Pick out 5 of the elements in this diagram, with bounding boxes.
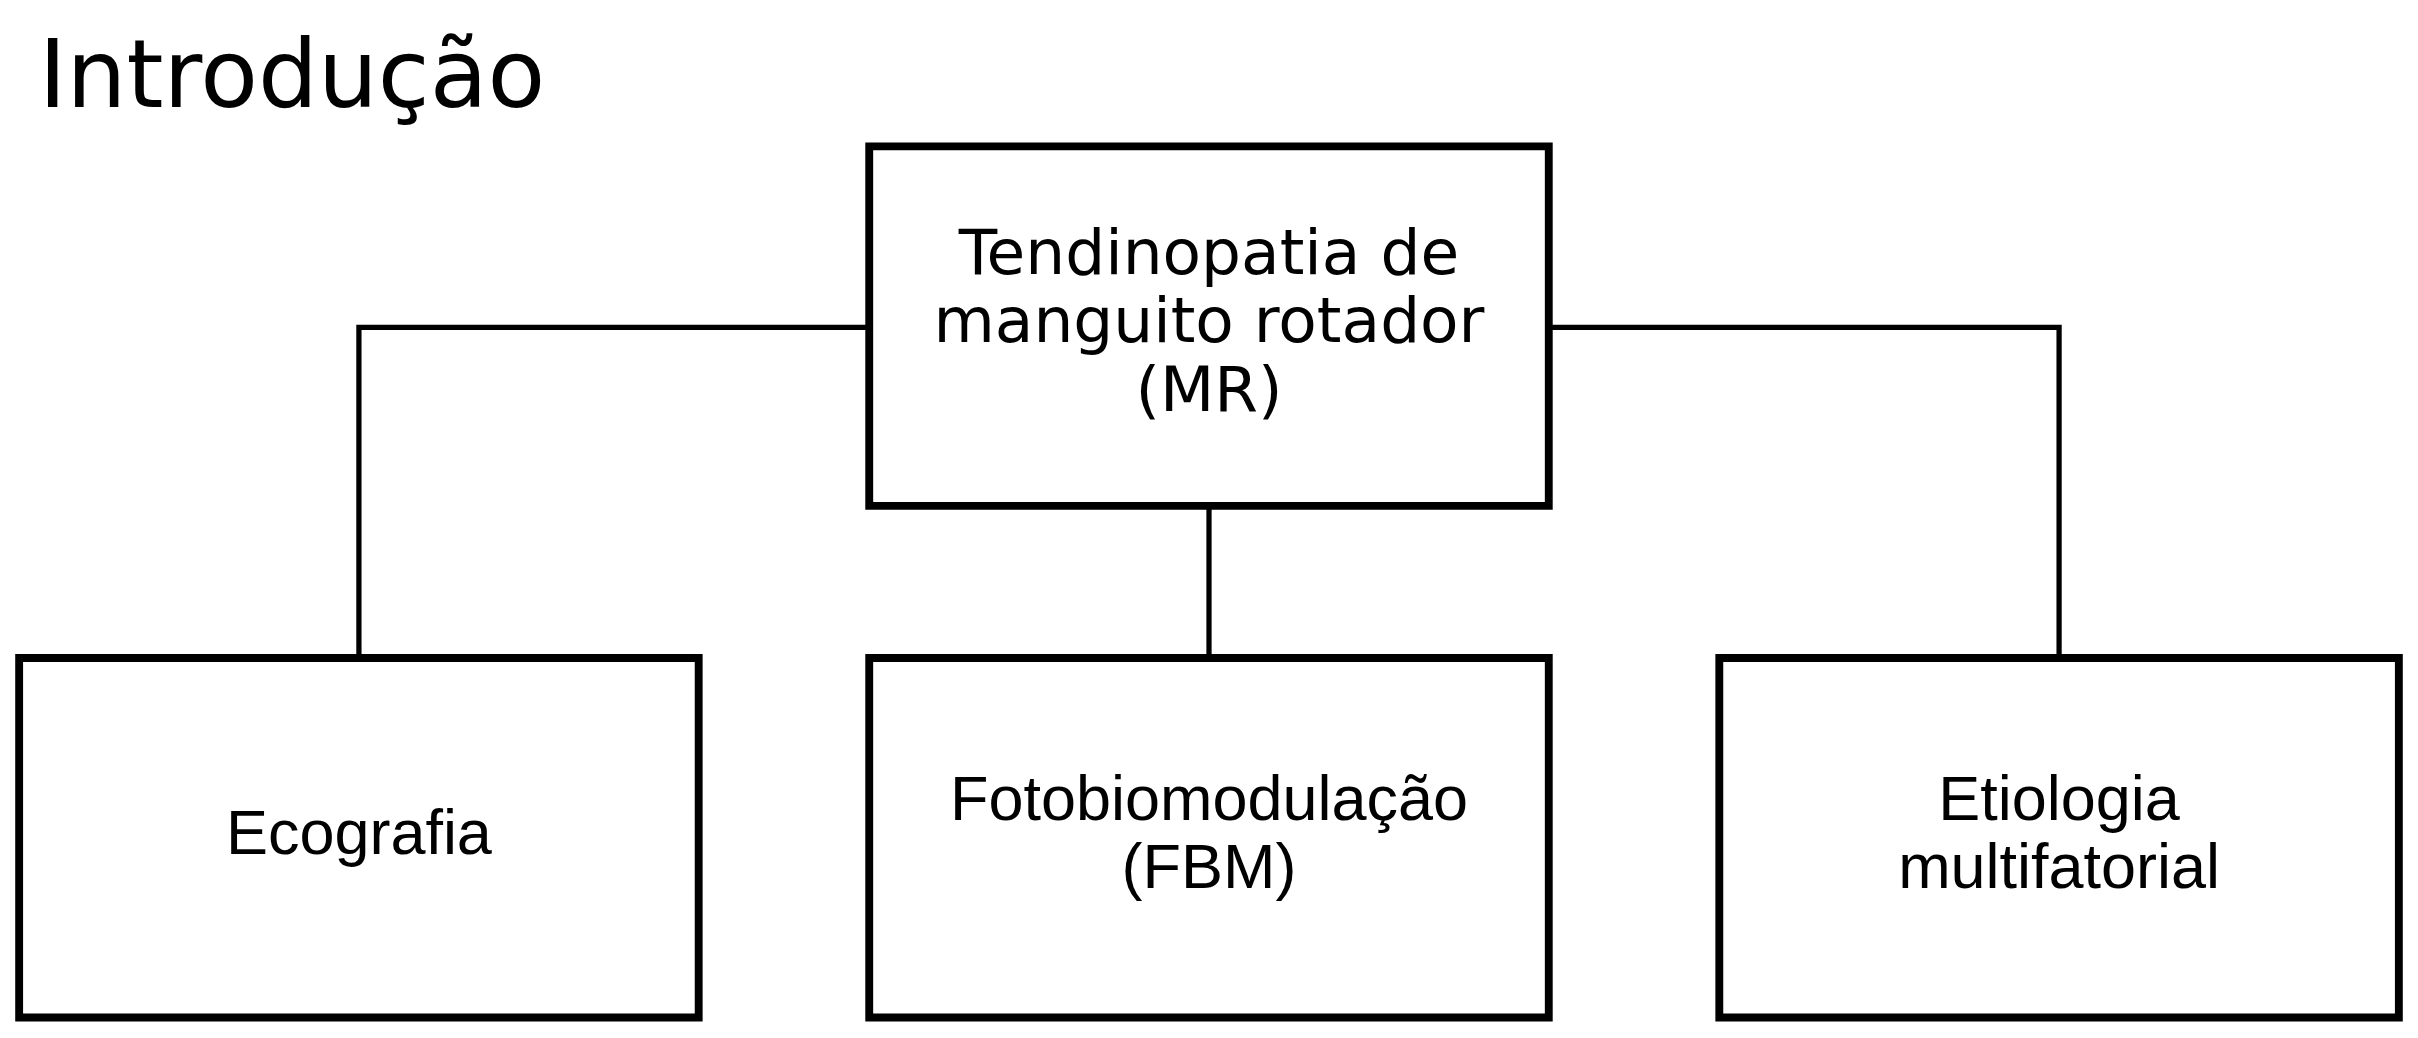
diagram-title: Introdução (38, 18, 546, 129)
node-box: Etiologia multifatorial (1715, 654, 2403, 1022)
node-box: Ecografia (15, 654, 703, 1022)
node-box: Fotobiomodulação (FBM) (865, 654, 1553, 1022)
node-box: Tendinopatia de manguito rotador (MR) (865, 142, 1553, 510)
